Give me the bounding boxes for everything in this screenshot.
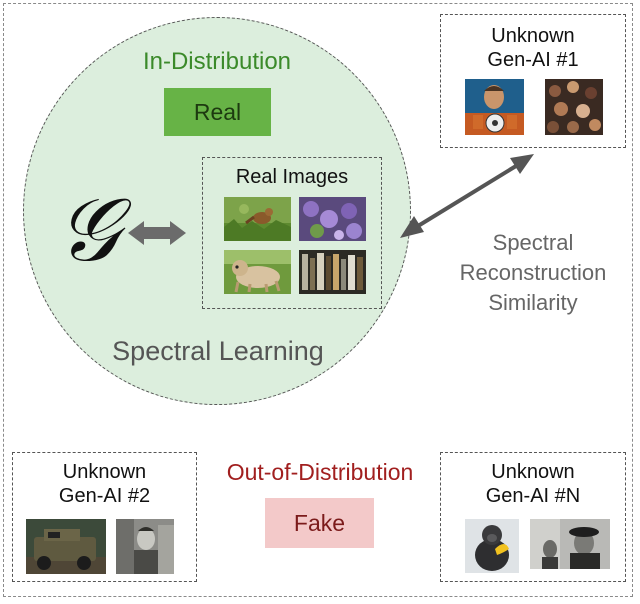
reconstruction-line1: Spectral [492,230,574,255]
out-of-distribution-label: Out-of-Distribution [226,459,414,485]
gen-ai-n-title-line2: Gen-AI #N [485,485,581,507]
spectral-reconstruction-similarity-label: Spectral Reconstruction Similarity [440,228,626,318]
gorilla-with-banana-photo [465,519,519,573]
real-badge: Real [164,88,271,136]
purple-flowers-photo [299,197,366,241]
armored-vehicle-photo [26,519,106,574]
bw-ruins-portrait-photo [116,519,174,574]
gen-ai-1-box [440,14,626,148]
shaggy-dog-photo [224,250,291,294]
bw-street-portrait-photo [530,519,610,569]
in-distribution-label: In-Distribution [142,48,292,75]
gen-ai-1-title-line2: Gen-AI #1 [487,49,579,71]
double-arrow-icon [128,221,186,245]
reconstruction-line2: Reconstruction [459,260,607,285]
spectral-learning-label: Spectral Learning [112,336,324,366]
fake-badge: Fake [265,498,374,548]
bookshelf-photo [299,250,366,294]
reconstruction-line3: Similarity [488,290,578,315]
diagonal-double-arrow-icon [400,154,534,238]
gen-ai-1-title-line1: Unknown [491,25,575,47]
gen-ai-2-title-line2: Gen-AI #2 [58,485,151,507]
gen-ai-2-title-line1: Unknown [62,461,147,483]
gen-ai-2-box [12,452,197,582]
real-images-box [202,157,382,309]
goalkeeper-photo [465,79,524,135]
generator-symbol: 𝒢 [56,178,120,281]
gen-ai-n-box [440,452,626,582]
crowd-photo [545,79,603,135]
bird-in-grass-photo [224,197,291,241]
outer-frame [3,3,633,597]
gen-ai-n-title-line1: Unknown [491,461,575,483]
real-images-title: Real Images [235,166,349,188]
